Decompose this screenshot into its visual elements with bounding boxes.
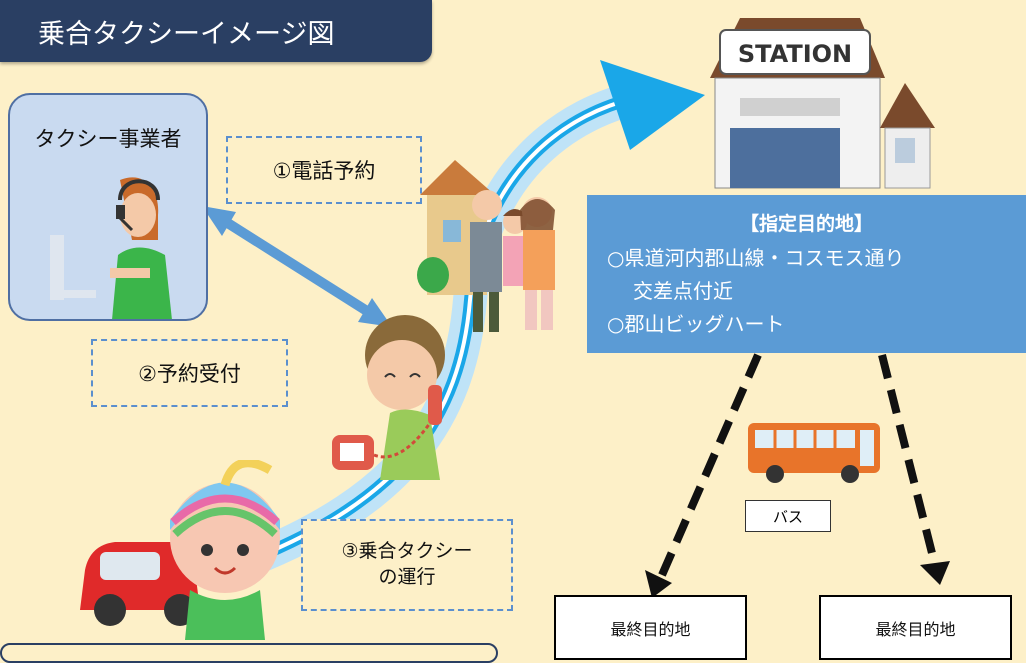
final-destination-right: 最終目的地 [819,595,1012,660]
dashed-arrow-right [878,354,939,566]
taxi-operator-box: タクシー事業者 [8,93,208,321]
family-house-illustration [417,160,555,332]
bus-icon [748,423,880,483]
route-arrowhead [600,60,705,150]
step-operate-line2: の運行 [378,566,436,588]
destination-heading: 【指定目的地】 [739,213,873,235]
destination-line-2: 交差点付近 [633,279,733,303]
final-destination-left: 最終目的地 [554,595,747,660]
designated-destination-box: 【指定目的地】 ○県道河内郡山線・コスモス通り 交差点付近 ○郡山ビッグハート [587,195,1026,353]
station-sign-text: STATION [738,40,852,68]
taxi-route-inner [249,93,651,562]
bus-label: バス [745,500,831,532]
taxi-operator-label: タクシー事業者 [34,127,182,151]
elderly-caller-illustration [332,315,445,480]
step-operate-line1: ③乗合タクシー [341,540,473,563]
step-reserve-accept: ②予約受付 [91,339,288,407]
bottom-panel-edge [0,643,498,663]
destination-line-1: ○県道河内郡山線・コスモス通り [607,246,905,270]
dashed-arrow-left [658,353,762,577]
taxi-mascot-illustration [80,460,280,640]
step-operate: ③乗合タクシー の運行 [301,519,513,611]
station-illustration: STATION [710,18,935,189]
diagram-title: 乗合タクシーイメージ図 [0,0,432,62]
destination-line-3: ○郡山ビッグハート [607,312,785,336]
call-arrow [212,210,381,323]
step-reserve-call: ①電話予約 [226,136,422,204]
operator-headset-icon [50,177,172,319]
